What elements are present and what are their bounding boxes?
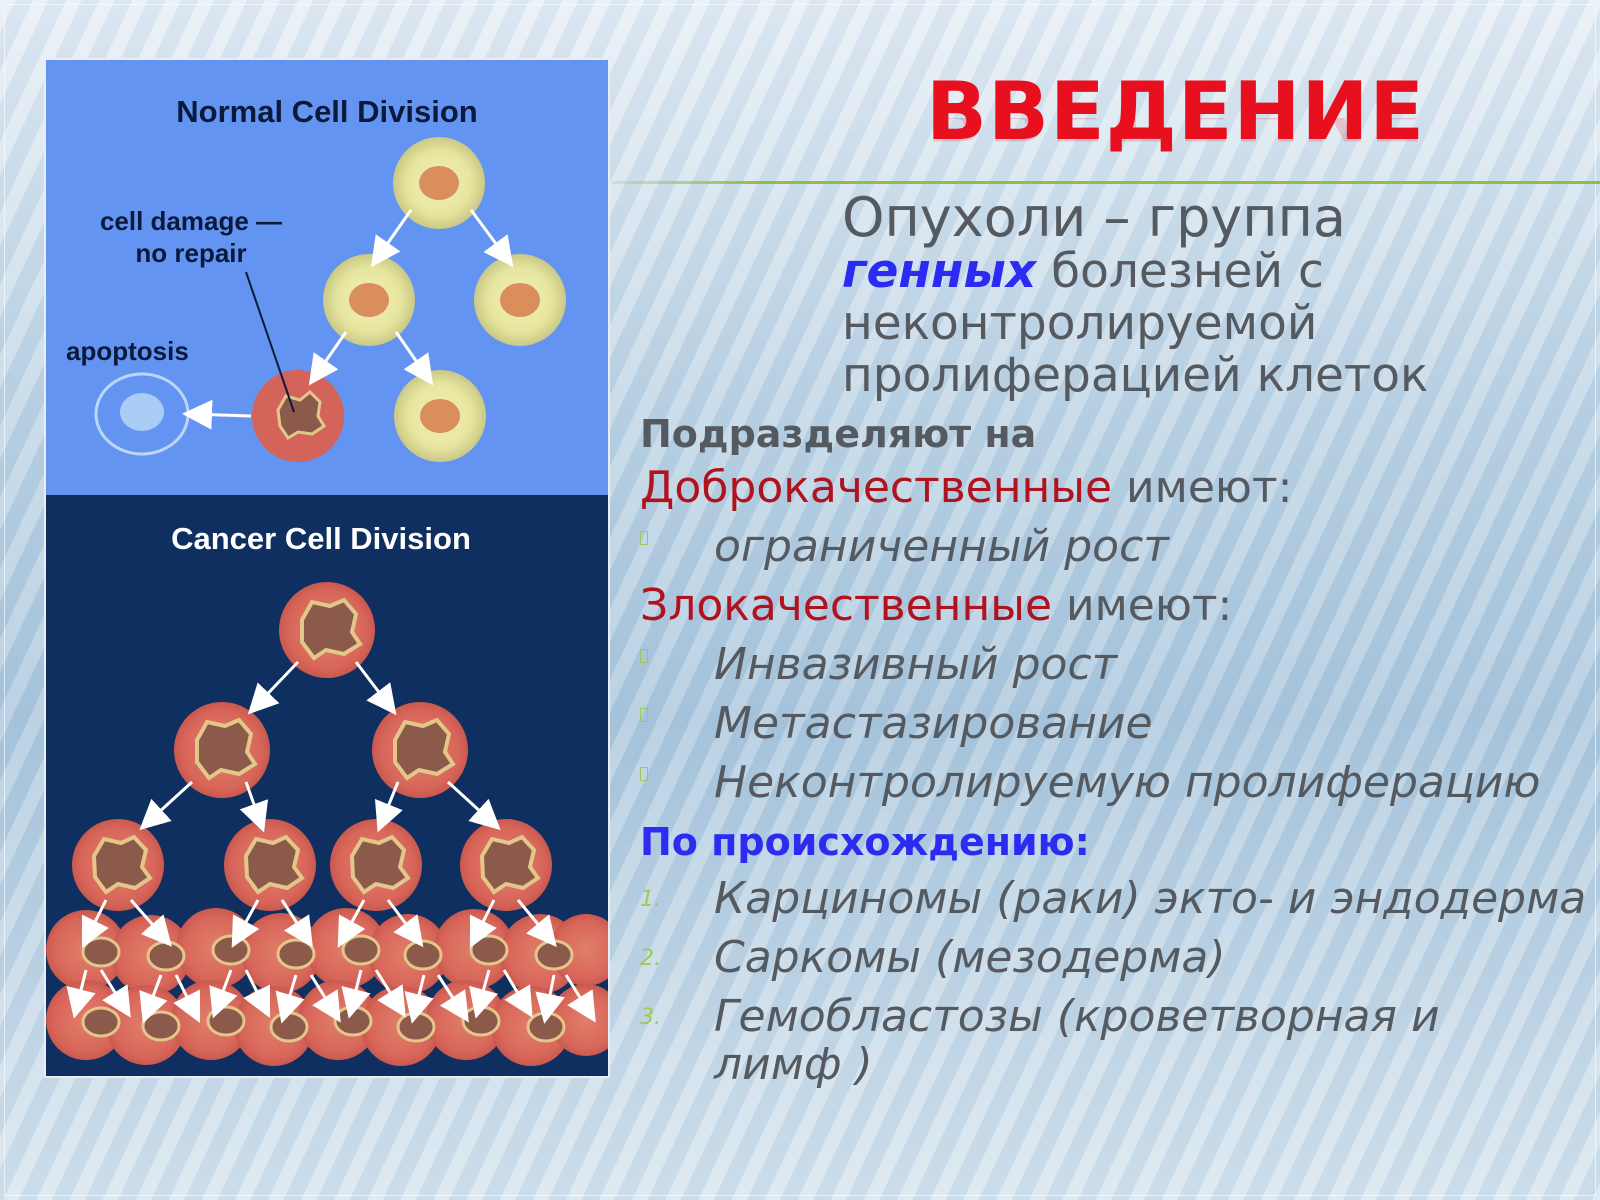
- title-divider: [612, 181, 1600, 184]
- origin-item-number: 1.: [640, 887, 661, 912]
- malignant-heading: Злокачественные имеют:: [640, 580, 1232, 631]
- malignant-item: Неконтролируемую пролиферацию: [640, 757, 1541, 808]
- origin-heading: По происхождению:: [640, 820, 1090, 864]
- malignant-item: Инвазивный рост: [640, 639, 1118, 690]
- bullet-icon: [640, 649, 648, 663]
- origin-item-text: Карциномы (раки) экто- и эндодерма: [714, 873, 1587, 924]
- cell-division-illustration: Normal Cell Division cell damage — no re…: [46, 60, 608, 1076]
- damage-label-line1: cell damage —: [100, 206, 282, 236]
- damage-label-line2: no repair: [135, 238, 246, 268]
- benign-item-text: ограниченный рост: [714, 521, 1169, 572]
- origin-item-text: Гемобластозы (кроветворная и: [714, 991, 1440, 1042]
- cancer-arrows: [66, 660, 596, 1024]
- slide-frame: [4, 4, 1596, 1196]
- normal-cells: [94, 137, 566, 462]
- lead-paragraph: Опухоли – группа генных болезней с некон…: [842, 190, 1582, 402]
- slide-title: ВВЕДЕНИЕ: [926, 65, 1426, 158]
- origin-item-text: Саркомы (мезодерма): [714, 932, 1226, 983]
- lead-genetic-word: генных: [842, 244, 1037, 299]
- cell-division-figure: Normal Cell Division cell damage — no re…: [44, 58, 610, 1078]
- origin-item: 3. Гемобластозы (кроветворная и: [640, 991, 1440, 1042]
- subhead: Подразделяют на: [640, 412, 1037, 456]
- benign-heading: Доброкачественные имеют:: [640, 462, 1292, 513]
- slide-title-reflection: ВВЕДЕНИЕ: [926, 118, 1425, 150]
- benign-suffix: имеют:: [1112, 462, 1293, 513]
- apoptosis-label: apoptosis: [66, 336, 189, 366]
- origin-item-number: 3.: [640, 1005, 661, 1030]
- malignant-item-text: Метастазирование: [714, 698, 1153, 749]
- lead-rest: болезней с неконтролируемой пролиферацие…: [842, 244, 1429, 403]
- origin-item: 2. Саркомы (мезодерма): [640, 932, 1226, 983]
- damage-pointer: [245, 271, 295, 413]
- lead-line1: Опухоли – группа: [842, 186, 1347, 249]
- malignant-label: Злокачественные: [640, 580, 1053, 631]
- normal-arrows: [182, 209, 514, 430]
- malignant-item-text: Неконтролируемую пролиферацию: [714, 757, 1541, 808]
- normal-title: Normal Cell Division: [176, 94, 477, 129]
- malignant-suffix: имеют:: [1052, 580, 1233, 631]
- origin-item-number: 2.: [640, 946, 661, 971]
- bullet-icon: [640, 531, 648, 545]
- bullet-icon: [640, 708, 648, 722]
- benign-label: Доброкачественные: [640, 462, 1113, 513]
- bullet-icon: [640, 767, 648, 781]
- cancer-title: Cancer Cell Division: [171, 521, 471, 556]
- origin-item-continuation: лимф ): [714, 1039, 873, 1090]
- malignant-item-text: Инвазивный рост: [714, 639, 1118, 690]
- origin-item: 1. Карциномы (раки) экто- и эндодерма: [640, 873, 1587, 924]
- malignant-item: Метастазирование: [640, 698, 1153, 749]
- benign-item: ограниченный рост: [640, 521, 1169, 572]
